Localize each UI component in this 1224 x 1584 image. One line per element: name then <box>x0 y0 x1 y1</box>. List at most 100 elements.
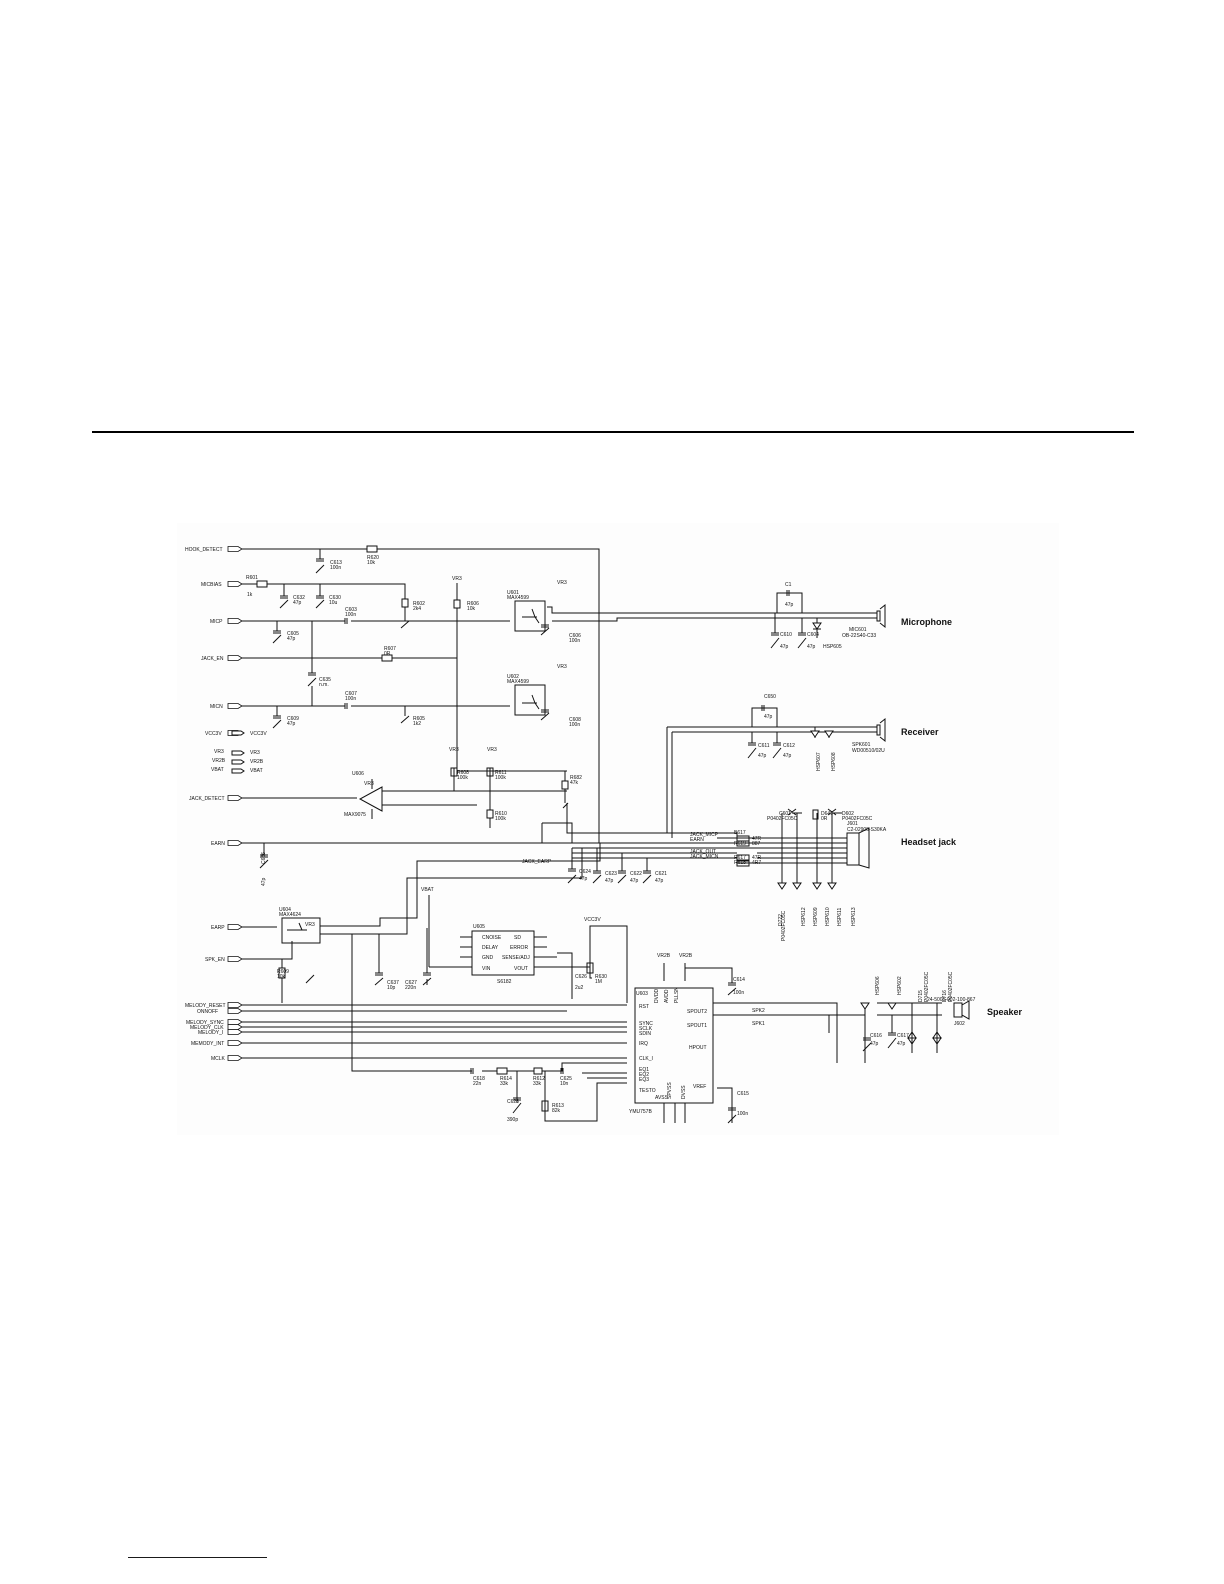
u603-spout1: SPOUT1 <box>687 1023 707 1029</box>
svg-text:10u: 10u <box>329 600 338 606</box>
u605-pin-r4: VOUT <box>514 966 528 972</box>
svg-text:100n: 100n <box>737 1111 748 1117</box>
svg-text:C635: C635 <box>319 677 331 683</box>
svg-text:47R: 47R <box>752 836 762 842</box>
port-vr3: VR3 <box>250 750 260 756</box>
u603-eq3: EQ3 <box>639 1077 649 1083</box>
svg-text:390p: 390p <box>507 1117 518 1123</box>
svg-text:R614: R614 <box>500 1076 512 1082</box>
speaker-connector: 24-5005-002-100-867 J602 <box>927 997 976 1027</box>
u604-part: MAX4624 <box>279 912 301 918</box>
port-vbat: VBAT <box>250 768 263 774</box>
u603-rst: RST <box>639 1004 649 1010</box>
u604-ref: U604 <box>279 907 291 913</box>
label-vcc3v: VCC3V <box>205 731 222 737</box>
svg-text:1M: 1M <box>595 979 602 985</box>
svg-text:C607: C607 <box>345 691 357 697</box>
svg-text:VR3: VR3 <box>305 922 315 928</box>
svg-text:C627: C627 <box>405 980 417 986</box>
svg-text:C606: C606 <box>569 633 581 639</box>
svg-text:EARN: EARN <box>690 837 704 843</box>
u605-ref: U605 <box>473 924 485 930</box>
svg-text:P0402FC05C: P0402FC05C <box>781 910 787 941</box>
svg-text:100n: 100n <box>569 638 580 644</box>
svg-text:C616: C616 <box>870 1033 882 1039</box>
label-vr3: VR3 <box>214 749 224 755</box>
svg-text:10k: 10k <box>367 560 376 566</box>
power-labels: VR3 VR3 VR3 VR3 VR3 VR3 VR3 VBAT VCC3V V… <box>305 576 693 959</box>
label-jack-detect: JACK_DETECT <box>189 796 225 802</box>
top-rule <box>92 431 1134 433</box>
u605-pin-l4: VIN <box>482 966 491 972</box>
svg-text:C611: C611 <box>758 743 770 749</box>
svg-text:J602: J602 <box>954 1021 965 1027</box>
component-labels: R620 10k C613 100n R601 1k C632 47p C630… <box>246 555 954 1123</box>
u603-sclk: SCLK <box>639 1026 653 1032</box>
label-micbias: MICBIAS <box>201 582 222 588</box>
svg-text:220n: 220n <box>405 985 416 991</box>
u603-vref: VREF <box>693 1084 706 1090</box>
bottom-rule <box>128 1557 267 1558</box>
resistors <box>496 809 819 1112</box>
svg-text:47p: 47p <box>785 602 794 608</box>
label-jack-en: JACK_EN <box>201 656 224 662</box>
svg-text:C628: C628 <box>507 1099 519 1105</box>
svg-text:VR2B: VR2B <box>657 953 671 959</box>
label-micp: MICP <box>210 619 223 625</box>
svg-text:B617: B617 <box>734 830 746 836</box>
svg-text:100n: 100n <box>733 990 744 996</box>
left-port-labels: HOOK_DETECT MICBIAS MICP JACK_EN MICN VC… <box>185 547 226 1062</box>
svg-text:24-5005-002-100-867: 24-5005-002-100-867 <box>927 997 976 1003</box>
port-vcc3v: VCC3V <box>250 731 267 737</box>
u602-part: MAX4599 <box>507 679 529 685</box>
u603-hpout: HPOUT <box>689 1045 707 1051</box>
u605-part: S6182 <box>497 979 512 985</box>
u605-pin-l1: CNOISE <box>482 935 502 941</box>
svg-text:C1: C1 <box>785 582 792 588</box>
svg-text:D722: D722 <box>778 914 784 926</box>
svg-text:C621: C621 <box>655 871 667 877</box>
svg-text:10k: 10k <box>277 974 286 980</box>
ic-u603: U603 YMU757B DVDD AVDD PLLSN RST SYNC SC… <box>629 987 714 1123</box>
headset-jack-connector: J601 C2-02900-S30KA <box>846 821 887 869</box>
svg-text:C612: C612 <box>783 743 795 749</box>
svg-text:HSP613: HSP613 <box>851 907 857 926</box>
svg-text:C622: C622 <box>630 871 642 877</box>
u603-spvss: SPVSS <box>667 1082 673 1099</box>
svg-text:VR2B: VR2B <box>679 953 693 959</box>
svg-text:C613: C613 <box>330 560 342 566</box>
svg-text:HSP606: HSP606 <box>875 976 881 995</box>
svg-text:J601: J601 <box>847 821 858 827</box>
svg-text:47p: 47p <box>783 753 792 759</box>
power-ports <box>231 730 245 774</box>
svg-text:R601: R601 <box>246 575 258 581</box>
svg-text:R618: R618 <box>734 860 746 866</box>
u606-part: MAX9075 <box>344 812 366 818</box>
svg-text:10k: 10k <box>467 606 476 612</box>
svg-text:100k: 100k <box>495 775 506 781</box>
label-melody-reset: MELODY_RESET <box>185 1003 226 1009</box>
svg-text:C637: C637 <box>387 980 399 986</box>
title-speaker: Speaker <box>987 1007 1023 1017</box>
svg-text:C617: C617 <box>897 1033 909 1039</box>
svg-text:R609: R609 <box>277 969 289 975</box>
u603-ref: U603 <box>636 991 648 997</box>
svg-text:33k: 33k <box>533 1081 542 1087</box>
svg-text:47k: 47k <box>570 780 579 786</box>
label-mclk: MCLK <box>211 1056 226 1062</box>
svg-text:JACK_EARP: JACK_EARP <box>522 859 552 865</box>
svg-text:HSP607: HSP607 <box>816 752 822 771</box>
svg-text:47R: 47R <box>752 855 762 861</box>
svg-text:D641: D641 <box>821 811 833 817</box>
svg-text:C608: C608 <box>569 717 581 723</box>
svg-text:C605: C605 <box>287 631 299 637</box>
svg-text:VR3: VR3 <box>557 580 567 586</box>
receiver-connector: SPK601 WD00510/02U <box>852 717 886 754</box>
u603-avss: AVSS <box>655 1095 669 1101</box>
svg-text:R630: R630 <box>595 974 607 980</box>
svg-text:C626: C626 <box>575 974 587 980</box>
svg-text:R619: R619 <box>734 841 746 847</box>
svg-text:SPK601: SPK601 <box>852 742 871 748</box>
svg-text:1k: 1k <box>247 592 253 598</box>
u602-ref: U602 <box>507 674 519 680</box>
